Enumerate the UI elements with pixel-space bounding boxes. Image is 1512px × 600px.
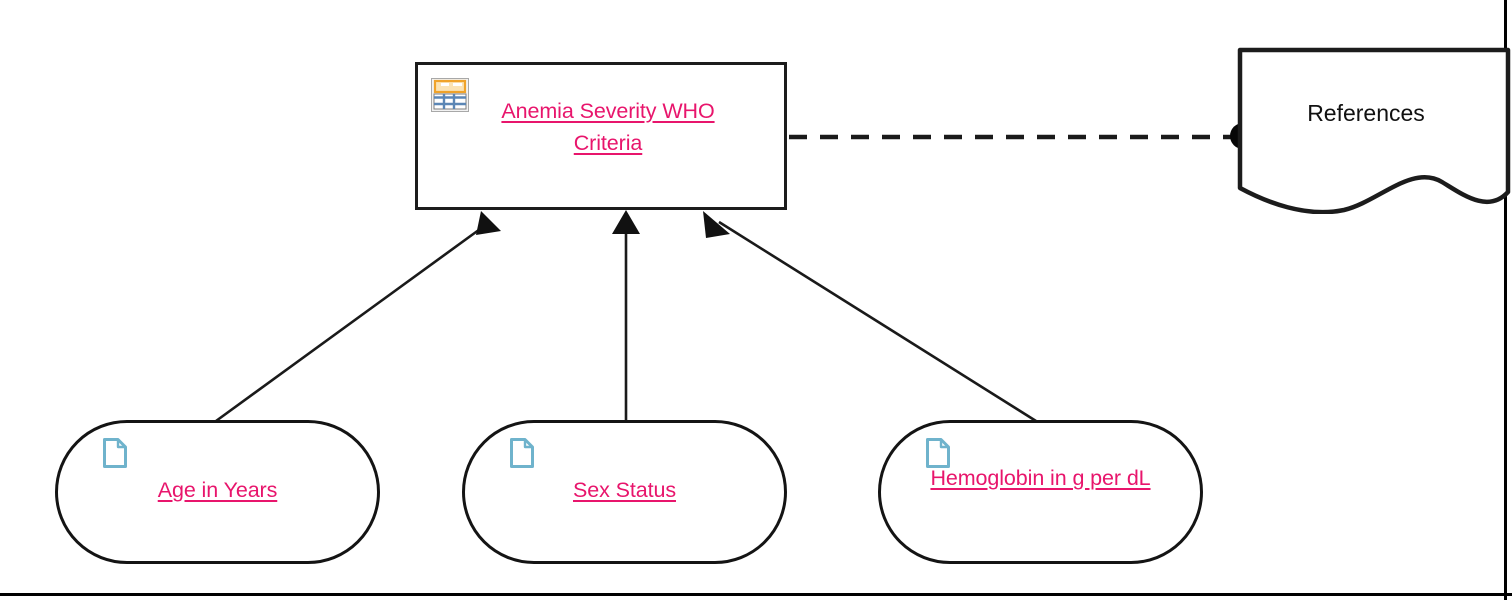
document-icon	[925, 437, 951, 469]
variable-node-hemoglobin[interactable]: Hemoglobin in g per dL	[878, 420, 1203, 564]
variable-label: Sex Status	[573, 478, 676, 502]
document-icon	[102, 437, 128, 469]
variable-label: Age in Years	[157, 478, 278, 502]
document-icon	[509, 437, 535, 469]
entity-anemia-severity-who-criteria[interactable]: Anemia Severity WHO Criteria	[415, 62, 787, 210]
connector-sex-to-entity	[612, 210, 640, 421]
connector-hemoglobin-to-entity	[703, 211, 1037, 423]
variable-node-sex-status[interactable]: Sex Status	[462, 420, 787, 564]
variable-node-age-in-years[interactable]: Age in Years	[55, 420, 380, 564]
references-note-shape[interactable]	[1236, 42, 1512, 215]
right-divider	[1504, 0, 1507, 600]
table-icon	[431, 78, 469, 112]
connector-entity-to-references	[789, 123, 1256, 149]
references-note-label: References	[1307, 100, 1425, 126]
connector-age-to-entity	[215, 211, 501, 423]
variable-label: Hemoglobin in g per dL	[930, 466, 1151, 490]
entity-label: Anemia Severity WHO Criteria	[501, 99, 715, 156]
bottom-divider	[0, 593, 1512, 596]
